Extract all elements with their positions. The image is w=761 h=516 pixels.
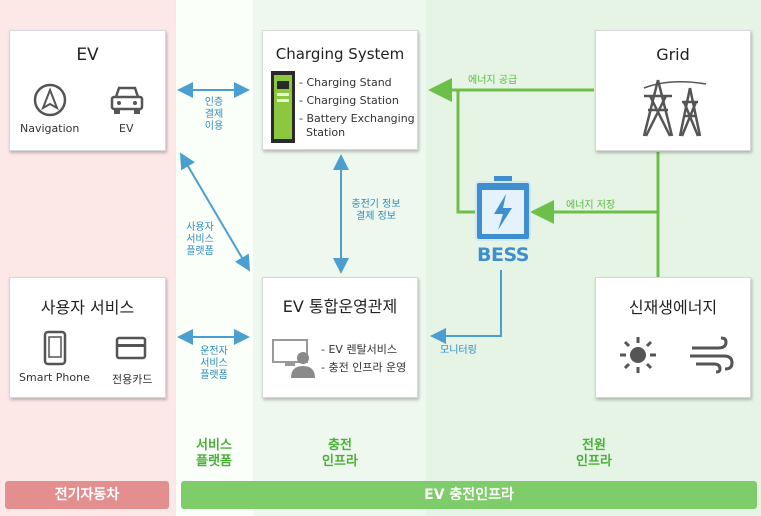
smartphone-label: Smart Phone (19, 371, 90, 384)
power-tower-icon (642, 79, 707, 137)
smartphone-icon (43, 330, 67, 366)
control-item-2: - 충전 인프라 운영 (321, 361, 407, 374)
charging-system-title: Charging System (275, 45, 405, 63)
energy-storage-label: 에너지 저장 (566, 200, 616, 211)
monitoring-label: 모니터링 (440, 345, 477, 356)
sun-icon (620, 337, 656, 373)
navigation-label: Navigation (20, 122, 80, 135)
card-label: 전용카드 (112, 373, 153, 386)
wind-icon (690, 336, 734, 374)
charging-stand-icon (271, 71, 295, 143)
bess-unit: BESS (474, 176, 532, 266)
car-label: EV (119, 122, 134, 135)
charging-system-box: Charging System - Charging Stand - Charg… (262, 30, 418, 150)
monitoring-arrow (430, 270, 502, 344)
energy-supply-label: 에너지 공급 (468, 75, 518, 86)
car-icon (110, 86, 144, 114)
grid-title: Grid (656, 45, 690, 64)
infra-footer-bar: EV 충전인프라 (181, 481, 757, 509)
control-item-1: - EV 렌탈서비스 (321, 343, 398, 356)
operator-monitor-icon (272, 339, 315, 378)
user-service-box: 사용자 서비스 Smart Phone 전용카드 (9, 277, 166, 398)
grid-box: Grid (595, 30, 751, 151)
ev-control-box: EV 통합운영관제 - EV 렌탈서비스 - 충전 인프라 운영 (262, 277, 418, 398)
ev-footer-bar: 전기자동차 (5, 481, 169, 509)
card-icon (115, 336, 147, 360)
charging-item-2: - Charging Station (299, 94, 399, 107)
charging-item-3: - Battery Exchanging (299, 112, 415, 125)
ev-box-title: EV (76, 45, 99, 65)
renewable-energy-title: 신재생에너지 (628, 298, 718, 317)
charging-item-4: Station (299, 126, 346, 139)
bess-supply-line (456, 90, 476, 214)
navigation-icon (33, 83, 67, 117)
battery-icon (475, 176, 531, 241)
charging-item-1: - Charging Stand (299, 76, 392, 89)
renewable-energy-box: 신재생에너지 (595, 277, 751, 398)
ev-box: EV Navigation EV (9, 30, 166, 151)
ev-control-title: EV 통합운영관제 (282, 297, 398, 316)
user-platform-arrow (179, 152, 251, 272)
user-service-title: 사용자 서비스 (40, 298, 135, 317)
bess-label: BESS (477, 244, 529, 266)
